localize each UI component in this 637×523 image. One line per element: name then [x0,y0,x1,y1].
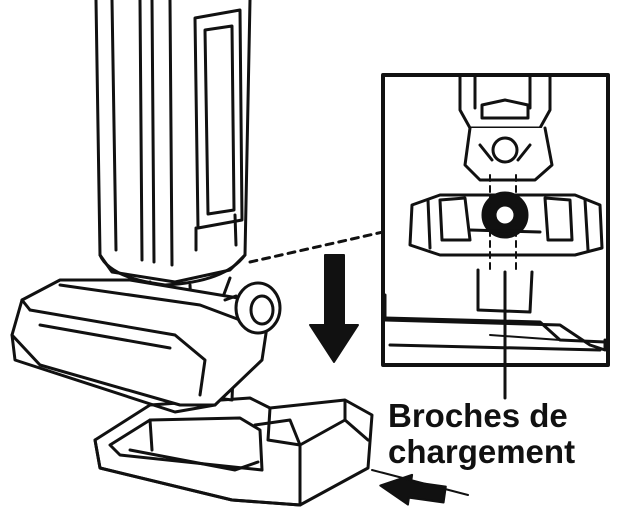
charging-dock [93,396,374,507]
floor-head [10,278,282,414]
arrow-down-icon [309,254,359,363]
arrow-left-icon [379,473,447,506]
callout-line-2: chargement [388,433,576,470]
power-cable [371,469,469,496]
callout-line-1: Broches de [388,397,568,434]
charging-pins-label: Broches de chargement [388,398,637,470]
zoom-leader-line [248,230,385,264]
detail-inset [381,73,610,367]
